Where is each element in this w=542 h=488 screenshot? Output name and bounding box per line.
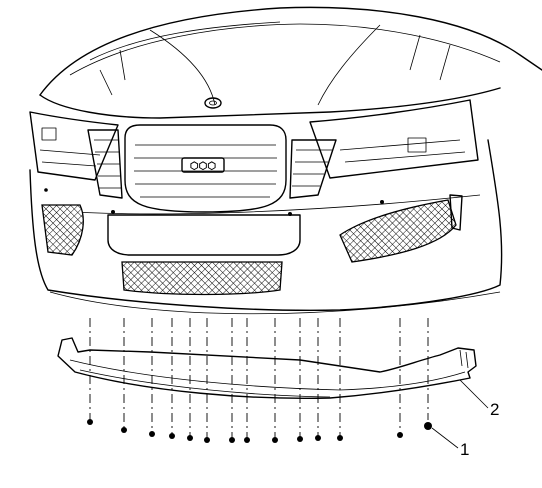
fastener-icon (87, 419, 93, 425)
underbody-shield (57, 337, 477, 399)
main-grille: ⬡⬡⬡ (124, 124, 287, 213)
hood (39, 6, 542, 119)
fastener-icon (315, 435, 321, 441)
fastener-icon (229, 437, 235, 443)
fasteners (87, 419, 432, 443)
fastener-icon (149, 431, 155, 437)
left-inner-grille (87, 129, 123, 199)
fastener-icon (187, 435, 193, 441)
callout-1: 1 (460, 440, 469, 459)
fastener-icon (244, 437, 250, 443)
left-headlamp (29, 111, 119, 181)
front-bumper (29, 139, 503, 315)
fastener-icon (272, 437, 278, 443)
saab-griffin-emblem-icon (204, 97, 222, 109)
leader-line-2 (459, 379, 489, 409)
fastener-icon (424, 422, 432, 430)
fastener-icon (297, 436, 303, 442)
lower-intake-mesh (121, 261, 283, 296)
right-inner-grille (289, 139, 337, 199)
leader-line-1 (431, 427, 459, 449)
fastener-icon (121, 427, 127, 433)
fastener-icon (204, 437, 210, 443)
right-fog-mesh (339, 199, 457, 263)
grille-badge: ⬡⬡⬡ (190, 161, 216, 172)
alignment-lines (89, 318, 429, 438)
fastener-icon (169, 433, 175, 439)
callout-2: 2 (490, 400, 499, 419)
right-headlamp (309, 99, 479, 179)
fastener-icon (397, 432, 403, 438)
fastener-icon (337, 435, 343, 441)
left-fog-mesh (41, 204, 84, 256)
